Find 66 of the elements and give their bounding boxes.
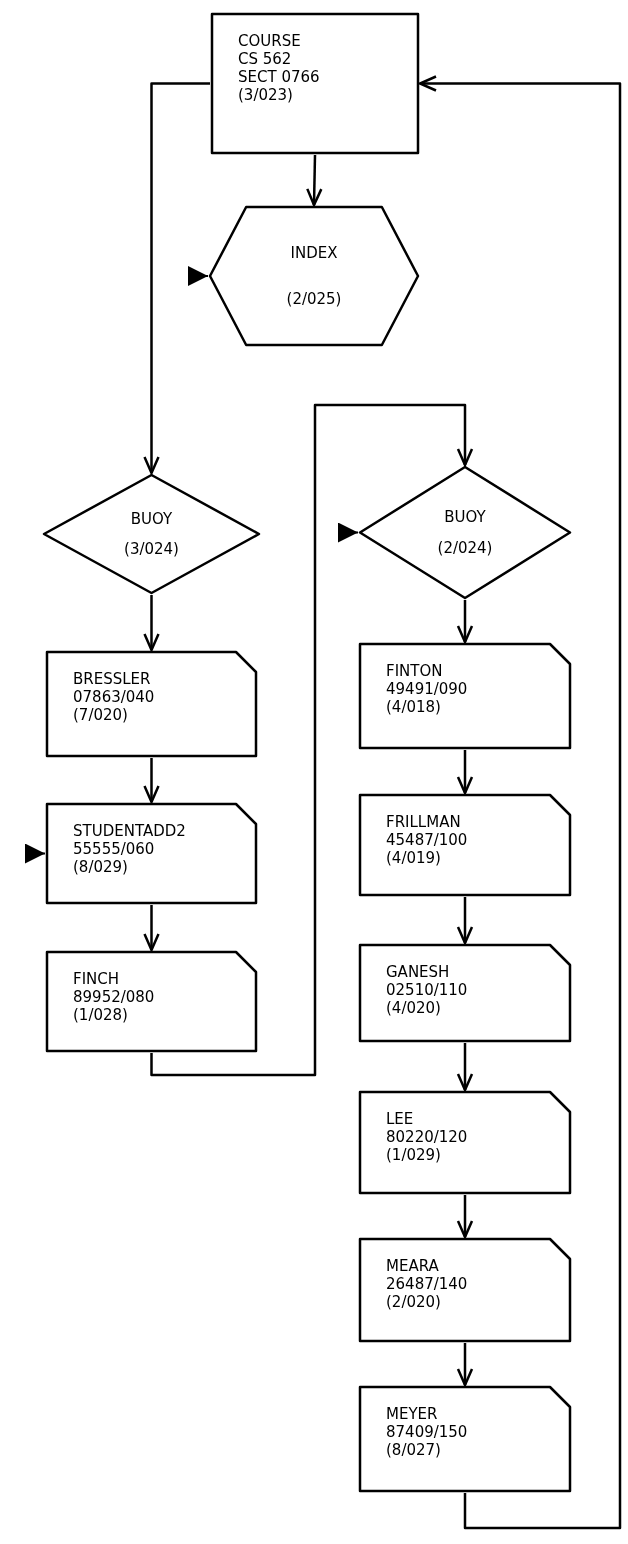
arrow	[456, 1195, 474, 1239]
decision-diamond	[358, 465, 572, 600]
node-text: FRILLMAN	[386, 813, 461, 831]
node-text: STUDENTADD2	[73, 822, 186, 840]
pointer-arrow	[187, 266, 209, 286]
decision-diamond	[42, 473, 261, 595]
node-text: 89952/080	[73, 988, 155, 1006]
node-text: BRESSLER	[73, 670, 151, 688]
arrow	[456, 1043, 474, 1092]
hexagon-box	[208, 205, 420, 347]
pointer-arrow	[337, 522, 359, 543]
arrow	[456, 750, 474, 795]
node-text: CS 562	[238, 50, 292, 68]
node-text: BUOY	[444, 507, 486, 528]
node-text: (3/023)	[238, 86, 293, 104]
node-text: SECT 0766	[238, 68, 320, 86]
card-box	[45, 950, 258, 1053]
node-text: (8/027)	[386, 1441, 441, 1459]
arrow	[143, 905, 160, 952]
node-text: 87409/150	[386, 1423, 468, 1441]
node-text: (2/024)	[437, 537, 493, 559]
node-text: (1/029)	[386, 1146, 441, 1164]
node-text: (3/024)	[124, 539, 179, 560]
arrow	[143, 758, 160, 804]
card-box	[358, 793, 572, 897]
process-box	[210, 12, 420, 155]
node-text: GANESH	[386, 963, 450, 981]
arrow	[143, 595, 160, 652]
node-text: LEE	[386, 1110, 414, 1128]
node-text: INDEX	[290, 242, 338, 264]
node-text: 26487/140	[386, 1275, 468, 1293]
node-text: (8/029)	[73, 858, 128, 876]
node-text: 07863/040	[73, 688, 155, 706]
arrow	[456, 1343, 474, 1387]
arrow	[418, 75, 622, 1530]
node-text: COURSE	[238, 32, 301, 50]
arrow	[150, 403, 474, 1077]
card-box	[358, 642, 572, 750]
node-text: 45487/100	[386, 831, 468, 849]
node-text: (1/028)	[73, 1006, 128, 1024]
node-text: BUOY	[130, 508, 173, 530]
card-box	[358, 1385, 572, 1493]
arrow	[456, 600, 474, 644]
arrow	[456, 897, 474, 945]
pointer-arrow	[24, 843, 46, 864]
node-text: MEYER	[386, 1405, 438, 1423]
node-text: 80220/120	[386, 1128, 468, 1146]
node-text: FINTON	[386, 662, 443, 680]
card-box	[358, 943, 572, 1043]
node-text: (4/019)	[386, 849, 441, 867]
node-text: (4/018)	[386, 698, 441, 716]
arrow	[306, 154, 323, 207]
node-text: (4/020)	[386, 999, 441, 1017]
node-text: FINCH	[73, 970, 120, 988]
node-text: MEARA	[386, 1257, 439, 1275]
node-text: 02510/110	[386, 981, 468, 999]
card-box	[358, 1090, 572, 1195]
node-text: (7/020)	[73, 706, 128, 724]
arrow	[143, 82, 210, 475]
node-text: (2/020)	[386, 1293, 441, 1311]
card-box	[45, 802, 258, 905]
node-text: (2/025)	[286, 289, 342, 310]
node-text: 55555/060	[73, 840, 155, 858]
node-text: 49491/090	[386, 680, 468, 698]
card-box	[45, 650, 258, 758]
card-box	[358, 1237, 572, 1343]
